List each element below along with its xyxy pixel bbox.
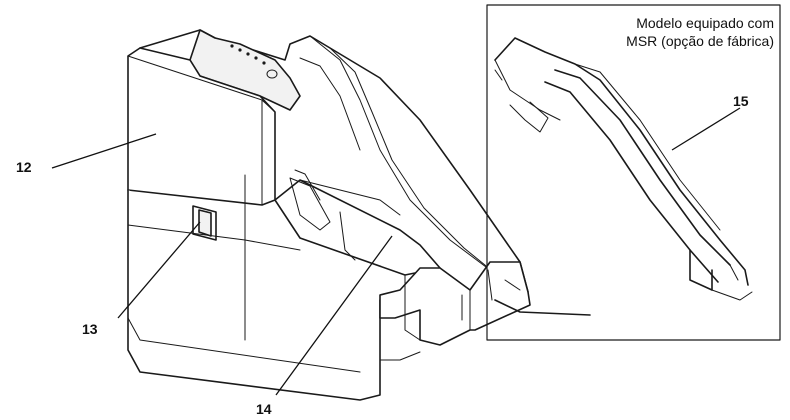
slot-13 bbox=[192, 205, 217, 241]
leader-lines bbox=[51, 107, 741, 396]
callout-12: 12 bbox=[16, 159, 32, 175]
leader-15 bbox=[671, 107, 741, 151]
callout-labels: 12 13 14 15 bbox=[16, 93, 749, 417]
inset-caption-line2: MSR (opção de fábrica) bbox=[626, 33, 774, 49]
callout-14: 14 bbox=[256, 401, 272, 417]
inset-panel: Modelo equipado com MSR (opção de fábric… bbox=[486, 4, 781, 341]
inset-caption-line1: Modelo equipado com bbox=[636, 15, 774, 31]
power-button bbox=[266, 69, 278, 79]
indicator-dots bbox=[230, 44, 266, 65]
leader-12 bbox=[51, 133, 157, 169]
check-scanner-illustration bbox=[127, 29, 531, 401]
callout-15: 15 bbox=[733, 93, 749, 109]
msr-track-illustration bbox=[494, 37, 753, 316]
leader-14 bbox=[275, 235, 393, 396]
callout-13: 13 bbox=[82, 321, 98, 337]
inset-frame bbox=[486, 4, 781, 341]
leader-13 bbox=[117, 221, 201, 319]
